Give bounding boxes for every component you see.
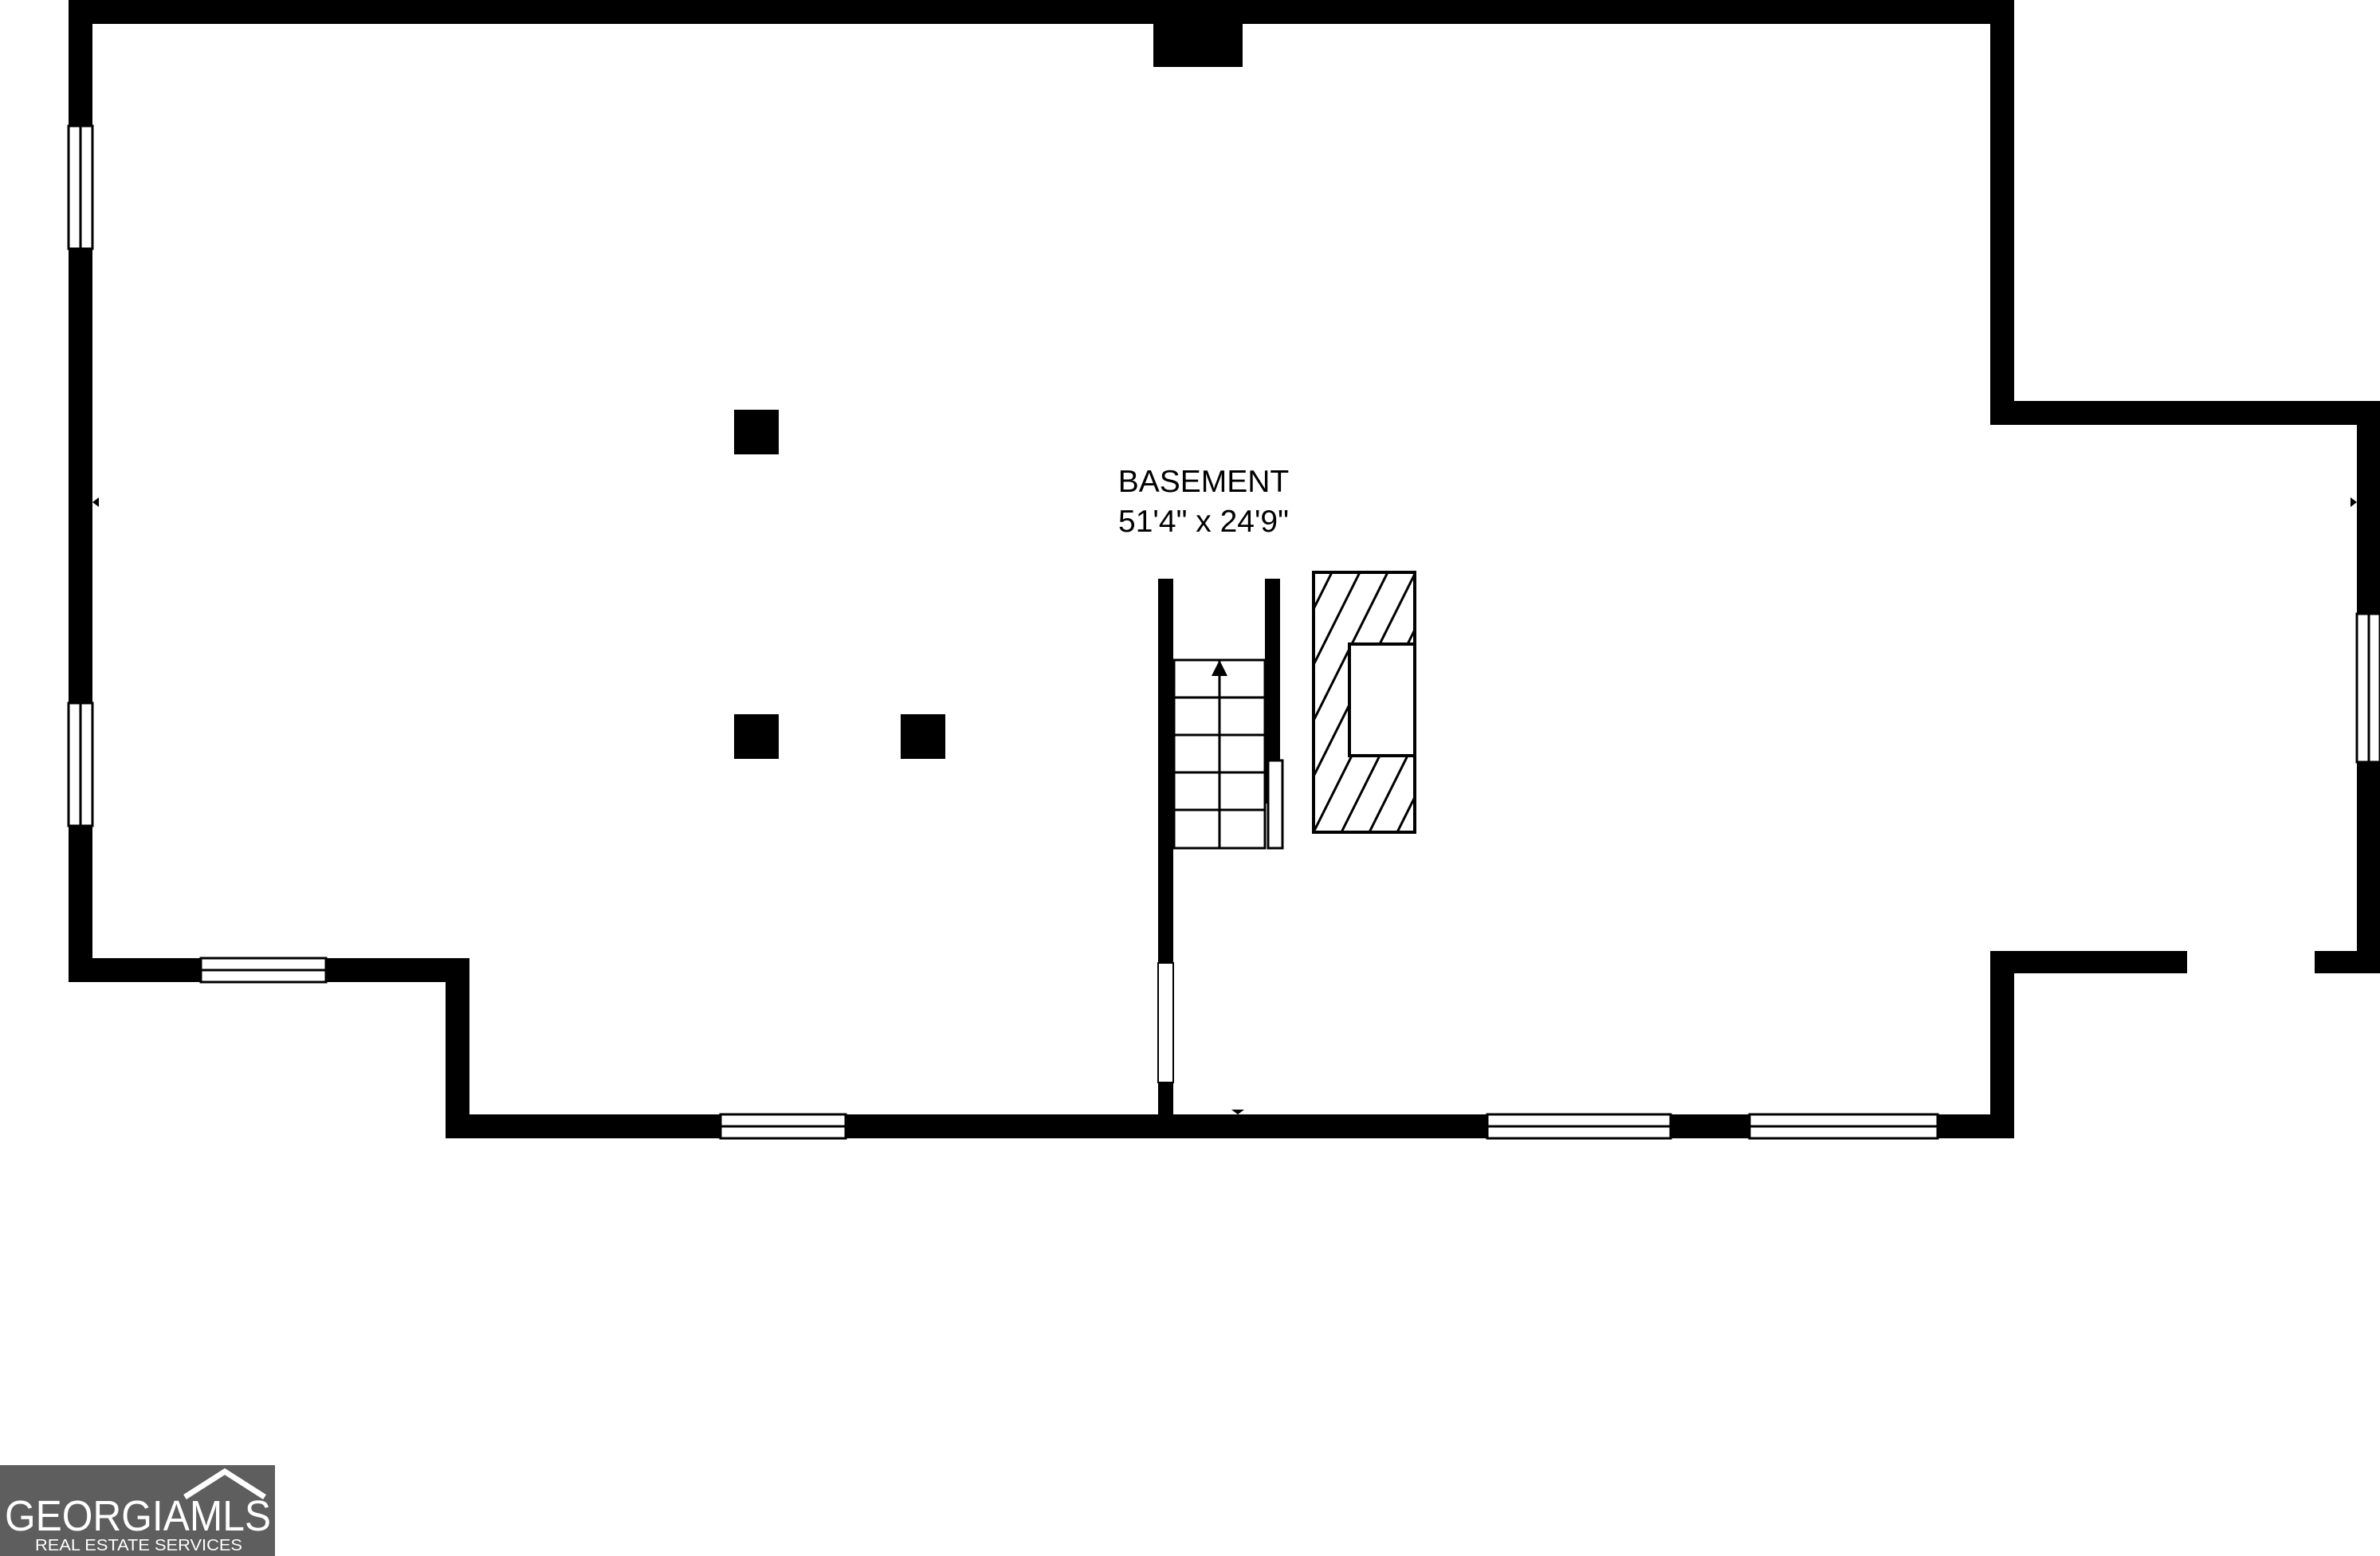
- roof-icon: [183, 1468, 266, 1499]
- exterior-walls: [69, 0, 2380, 1138]
- column-1: [734, 410, 779, 454]
- stair-up-arrow-icon: [1212, 660, 1227, 676]
- interior-walls: [1158, 579, 1280, 1138]
- support-columns: [734, 410, 945, 759]
- window-bottom-3: [1748, 1113, 1939, 1140]
- top-vent-block: [1153, 22, 1243, 67]
- door-opening-right-wing: [2187, 951, 2315, 973]
- windows: [67, 124, 2380, 1140]
- marker-bottom-icon: [1231, 1110, 1244, 1114]
- wall-notch-left: [446, 958, 469, 1138]
- wall-top: [69, 0, 2013, 24]
- window-bottom-2: [1486, 1113, 1672, 1140]
- fireplace-firebox: [1348, 642, 1416, 757]
- stair-partition-left: [1158, 579, 1173, 963]
- logo-background: [0, 1465, 275, 1556]
- wall-right-upper: [1990, 0, 2014, 425]
- column-3: [901, 714, 945, 759]
- staircase: [1172, 658, 1284, 850]
- stair-partition-left-lower: [1158, 1083, 1173, 1138]
- logo-brand: GEORGIAMLS: [5, 1492, 271, 1540]
- wall-wing-bottom: [1990, 951, 2380, 973]
- georgia-mls-logo: GEORGIAMLS REAL ESTATE SERVICES: [0, 1465, 275, 1556]
- wall-notch-right-bottom: [1990, 951, 2014, 1138]
- window-bottom-1: [719, 1113, 847, 1140]
- wall-markers: [92, 497, 2357, 1114]
- window-right-wing: [2355, 612, 2380, 764]
- marker-right-icon: [2351, 497, 2357, 507]
- logo-tagline: REAL ESTATE SERVICES: [35, 1537, 242, 1554]
- window-left-upper: [67, 124, 94, 250]
- room-dimensions: 51'4" x 24'9": [1118, 505, 1289, 539]
- wall-wing-top: [1990, 401, 2380, 425]
- fireplace: [1312, 571, 1416, 834]
- partition-door-opening: [1157, 962, 1174, 1083]
- stair-partition-right: [1265, 579, 1280, 804]
- stair-handrail: [1267, 759, 1284, 850]
- marker-left-icon: [92, 497, 99, 507]
- room-name: BASEMENT: [1118, 465, 1290, 499]
- window-left-lower: [67, 701, 94, 827]
- column-2: [734, 714, 779, 759]
- window-bottom-left: [199, 957, 328, 984]
